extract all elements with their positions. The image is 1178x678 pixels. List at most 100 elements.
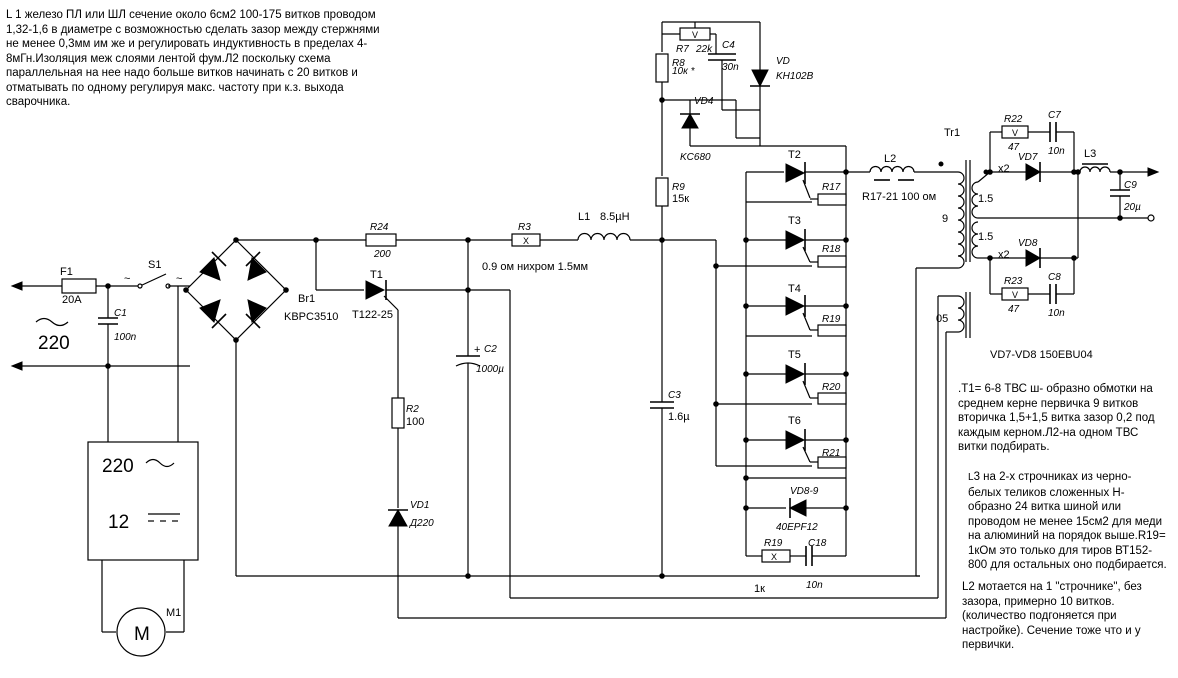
label-s1: S1 bbox=[148, 259, 161, 271]
label-tr1-aux: 05 bbox=[936, 313, 948, 325]
switch-s1 bbox=[139, 273, 167, 287]
label-c8: C8 bbox=[1048, 272, 1061, 283]
output-stage bbox=[846, 122, 1160, 619]
ac-tilde-icon bbox=[145, 458, 175, 468]
label-vd1: VD1 bbox=[410, 500, 429, 511]
label-vd-val: KH102B bbox=[776, 71, 814, 82]
inductor-l1 bbox=[577, 232, 631, 241]
fuse-f1 bbox=[61, 278, 97, 294]
thyristor-t2 bbox=[746, 162, 847, 206]
label-br1: Br1 bbox=[298, 293, 315, 305]
diode-vd1 bbox=[388, 508, 408, 527]
label-l2: L2 bbox=[884, 153, 896, 165]
note-l3: L3 на 2-х строчниках из черно- белых тел… bbox=[968, 470, 1174, 573]
label-c4: C4 bbox=[722, 40, 735, 51]
label-c1-val: 100n bbox=[114, 332, 137, 343]
label-r3-x: X bbox=[523, 236, 529, 246]
label-c9-val: 20µ bbox=[1123, 202, 1141, 213]
label-diodes-note: VD7-VD8 150EBU04 bbox=[990, 349, 1093, 361]
label-x2b: x2 bbox=[998, 249, 1010, 261]
note-t1: .T1= 6-8 ТВС ш- образно обмотки на средн… bbox=[958, 383, 1155, 453]
label-c4-val: 30n bbox=[722, 62, 739, 73]
label-r7: R7 bbox=[676, 44, 689, 55]
label-c18: C18 bbox=[808, 538, 827, 549]
label-r8: R8 bbox=[672, 58, 685, 69]
label-l3: L3 bbox=[1084, 148, 1096, 160]
label-r2: R2 bbox=[406, 404, 419, 415]
label-l1-val: 8.5µH bbox=[600, 211, 630, 223]
label-t1-val: T122-25 bbox=[352, 309, 393, 321]
label-c2-val: 1000µ bbox=[476, 364, 504, 375]
thyristor-t3 bbox=[716, 229, 847, 268]
svg-text:~: ~ bbox=[176, 273, 182, 285]
label-br1-val: KBPC3510 bbox=[284, 311, 338, 323]
label-r18: R18 bbox=[822, 244, 841, 255]
label-t1: T1 bbox=[370, 269, 383, 281]
label-r23: R23 bbox=[1004, 276, 1023, 287]
label-tr1-s2: 1.5 bbox=[978, 231, 993, 243]
label-psu-12: 12 bbox=[108, 512, 129, 533]
label-x2a: x2 bbox=[998, 163, 1010, 175]
label-vd4: VD4 bbox=[694, 96, 714, 107]
label-c18-val: 10n bbox=[806, 580, 823, 591]
label-tr1: Tr1 bbox=[944, 127, 960, 139]
label-c1: C1 bbox=[114, 308, 127, 319]
label-r22-val: 47 bbox=[1008, 142, 1020, 153]
label-r23-v: V bbox=[1012, 290, 1018, 300]
output-arrow-icon bbox=[1147, 167, 1160, 177]
note-l1: L 1 железо ПЛ или ШЛ сечение около 6см2 … bbox=[6, 9, 380, 108]
fan-power-supply bbox=[87, 286, 199, 657]
label-tr1-s1: 1.5 bbox=[978, 193, 993, 205]
note-l2: L2 мотается на 1 "строчнике", без зазора… bbox=[962, 581, 1142, 651]
label-c2-plus: + bbox=[474, 344, 480, 356]
label-r20: R20 bbox=[822, 382, 841, 393]
diode-vd7 bbox=[1025, 163, 1042, 181]
label-r8-val: 10к * bbox=[672, 66, 696, 77]
label-vd8: VD8 bbox=[1018, 238, 1038, 249]
label-c2: C2 bbox=[484, 344, 497, 355]
label-r3-note: 0.9 ом нихром 1.5мм bbox=[482, 261, 588, 273]
resistor-r8 bbox=[655, 53, 669, 83]
label-f1: F1 bbox=[60, 266, 73, 278]
label-r24: R24 bbox=[370, 222, 389, 233]
output-terminal bbox=[1147, 214, 1155, 222]
resistor-r9 bbox=[655, 177, 669, 207]
label-vd89: VD8-9 bbox=[790, 486, 819, 497]
label-c7: C7 bbox=[1048, 110, 1061, 121]
label-t5: T5 bbox=[788, 349, 801, 361]
timing-circuit bbox=[650, 21, 846, 579]
thyristor-bank bbox=[713, 146, 849, 566]
thyristor-t4 bbox=[746, 295, 847, 337]
dinistor-vd bbox=[751, 69, 769, 88]
bridge-br1 bbox=[183, 237, 289, 343]
label-vd: VD bbox=[776, 56, 790, 67]
label-vd7: VD7 bbox=[1018, 152, 1038, 163]
psu-box bbox=[87, 441, 199, 561]
motor-m1 bbox=[116, 607, 166, 657]
inductor-l2 bbox=[869, 165, 915, 173]
mains-input bbox=[10, 273, 190, 371]
diode-vd8-9 bbox=[746, 498, 846, 518]
label-r23-val: 47 bbox=[1008, 304, 1020, 315]
label-r19b-val: 1к bbox=[754, 583, 765, 595]
main-rails bbox=[235, 232, 940, 619]
label-r3: R3 bbox=[518, 222, 531, 233]
ac-tilde-icon bbox=[35, 317, 69, 327]
label-t3: T3 bbox=[788, 215, 801, 227]
resistor-r2 bbox=[391, 397, 405, 429]
resistor-r24 bbox=[365, 233, 397, 247]
label-r17: R17 bbox=[822, 182, 841, 193]
diode-vd8 bbox=[1025, 249, 1042, 267]
svg-text:~: ~ bbox=[124, 273, 130, 285]
label-c8-val: 10n bbox=[1048, 308, 1065, 319]
label-vd89-val: 40EPF12 bbox=[776, 522, 818, 533]
label-r9-val: 15к bbox=[672, 193, 689, 205]
label-c9: C9 bbox=[1124, 180, 1137, 191]
label-tr1-prim: 9 bbox=[942, 213, 948, 225]
label-r19a: R19 bbox=[822, 314, 841, 325]
component-labels: F1 20A S1 ~ ~ C1 100n 220 Br1 KBPC3510 R… bbox=[38, 30, 1141, 645]
label-r2-val: 100 bbox=[406, 416, 424, 428]
transformer-tr1 bbox=[915, 160, 989, 619]
label-mains: 220 bbox=[38, 333, 70, 354]
